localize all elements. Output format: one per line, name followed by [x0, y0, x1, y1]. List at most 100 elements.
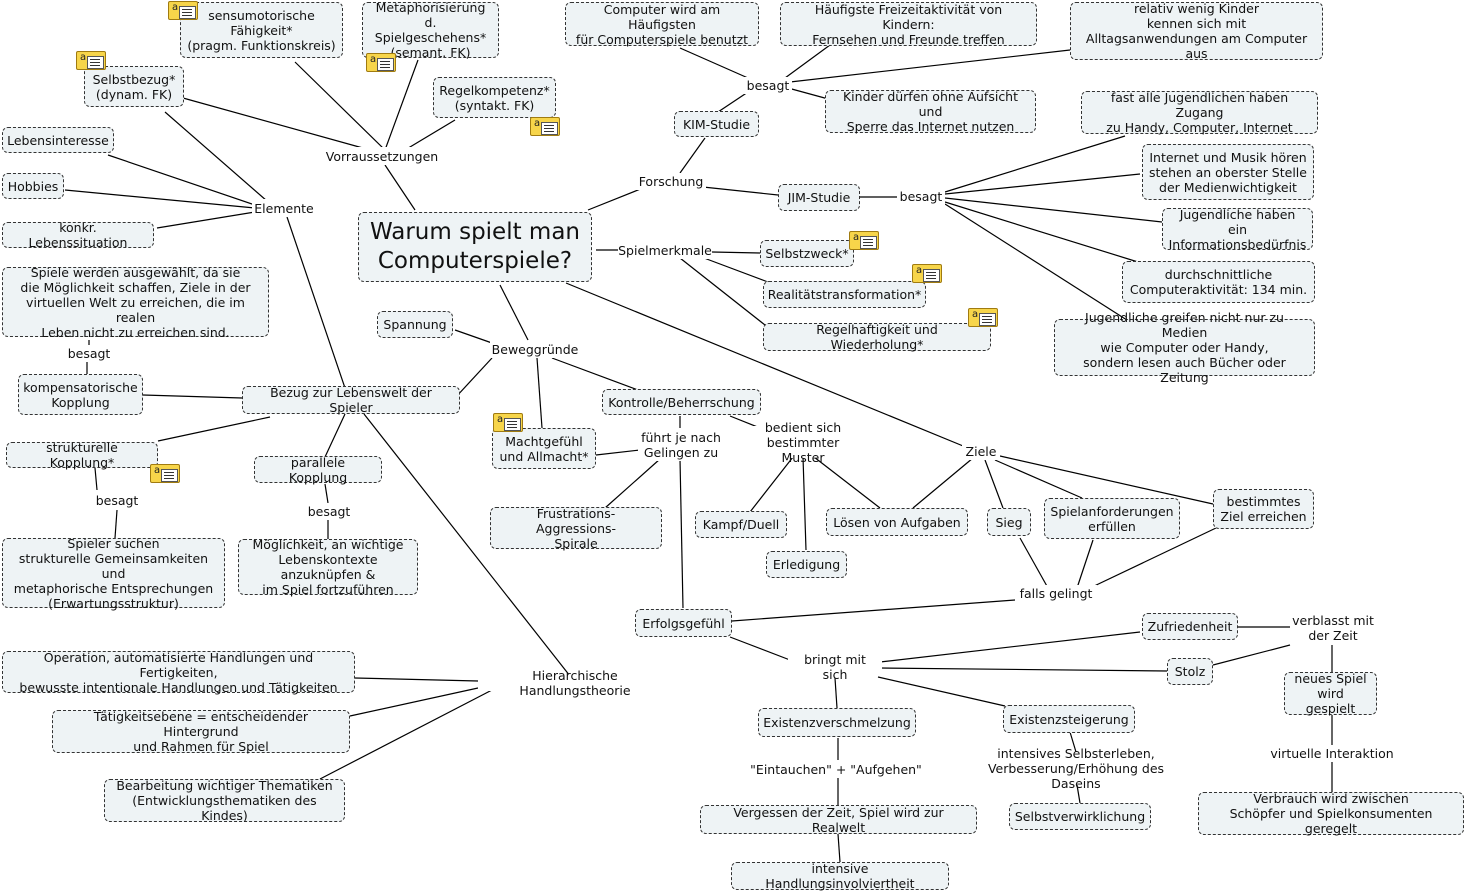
node-regelkompetenz[interactable]: Regelkompetenz* (syntakt. FK) — [433, 77, 556, 118]
note-icon[interactable]: a — [493, 413, 523, 432]
node-spiele-ausgewaehlt[interactable]: Spiele werden ausgewählt, da sie die Mög… — [2, 265, 269, 340]
node-lebenssituation[interactable]: konkr. Lebenssituation — [2, 220, 154, 250]
label-spielmerkmale: Spielmerkmale — [618, 242, 712, 259]
note-icon[interactable]: a — [366, 53, 396, 72]
node-existenzverschmelzung[interactable]: Existenzverschmelzung — [758, 708, 916, 737]
note-icon-letter: a — [497, 414, 504, 425]
node-spielanforderungen[interactable]: Spielanforderungen erfüllen — [1044, 498, 1180, 539]
node-kim-studie[interactable]: KIM-Studie — [674, 111, 759, 137]
label-hierarchisch: Hierarchische Handlungstheorie — [478, 668, 672, 698]
node-neues-spiel[interactable]: neues Spiel wird gespielt — [1284, 671, 1377, 716]
label-vorraussetzungen: Vorraussetzungen — [325, 147, 439, 165]
note-icon[interactable]: a — [76, 51, 106, 70]
node-parallel[interactable]: parallele Kopplung — [254, 455, 382, 485]
node-computeraktivitaet[interactable]: durchschnittliche Computeraktivität: 134… — [1122, 261, 1315, 303]
label-ziele: Ziele — [962, 443, 1000, 460]
node-erfolgsgefuehl[interactable]: Erfolgsgefühl — [635, 609, 732, 637]
note-icon[interactable]: a — [168, 1, 198, 20]
node-zugang[interactable]: fast alle Jugendlichen haben Zugang zu H… — [1081, 90, 1318, 135]
node-informationsbeduerfnis[interactable]: Jugendliche haben ein Informationsbedürf… — [1162, 207, 1313, 252]
node-jim-studie[interactable]: JIM-Studie — [778, 184, 860, 211]
note-icon-letter: a — [172, 2, 179, 13]
note-icon-paper — [504, 418, 521, 431]
node-loesen[interactable]: Lösen von Aufgaben — [826, 508, 968, 536]
label-beweggruende: Beweggründe — [490, 341, 580, 358]
note-icon-letter: a — [154, 465, 161, 476]
note-icon-letter: a — [534, 118, 541, 129]
label-fuehrt: führt je nach Gelingen zu — [638, 429, 724, 461]
node-kompensatorisch[interactable]: kompensatorische Kopplung — [18, 374, 143, 415]
node-machtgefuehl[interactable]: Machtgefühl und Allmacht* — [492, 428, 596, 469]
note-icon[interactable]: a — [530, 117, 560, 136]
node-handlungsinvolviertheit[interactable]: intensive Handlungsinvolviertheit — [731, 861, 949, 891]
note-icon-letter: a — [80, 52, 87, 63]
node-kinder-duerfen[interactable]: Kinder dürfen ohne Aufsicht und Sperre d… — [825, 89, 1036, 134]
node-ziel-erreichen[interactable]: bestimmtes Ziel erreichen — [1213, 489, 1314, 529]
label-verblasst: verblasst mit der Zeit — [1290, 612, 1376, 644]
node-realitaet[interactable]: Realitätstransformation* — [763, 281, 926, 308]
node-hobbies[interactable]: Hobbies — [2, 173, 64, 199]
node-spieler-suchen[interactable]: Spieler suchen strukturelle Gemeinsamkei… — [2, 536, 225, 611]
node-internet-musik[interactable]: Internet und Musik hören stehen an obers… — [1142, 144, 1314, 200]
note-icon-paper — [87, 56, 104, 69]
node-frustration[interactable]: Frustrations-Aggressions- Spirale — [490, 506, 662, 551]
node-bearbeitung[interactable]: Bearbeitung wichtiger Thematiken (Entwic… — [104, 778, 345, 823]
node-selbstbezug[interactable]: Selbstbezug* (dynam. FK) — [84, 66, 184, 107]
node-selbstverwirklichung[interactable]: Selbstverwirklichung — [1009, 803, 1151, 830]
label-besagt-kim: besagt — [744, 77, 792, 94]
node-regelhaftigkeit[interactable]: Regelhaftigkeit und Wiederholung* — [763, 322, 991, 352]
note-icon-paper — [860, 236, 877, 249]
label-besagt-parallel: besagt — [306, 503, 352, 520]
note-icon-paper — [179, 6, 196, 19]
node-taetigkeitsebene[interactable]: Tätigkeitsebene = entscheidender Hinterg… — [52, 709, 350, 754]
node-selbstzweck[interactable]: Selbstzweck* — [760, 240, 854, 267]
note-icon-paper — [979, 313, 996, 326]
node-existenzsteigerung[interactable]: Existenzsteigerung — [1003, 705, 1135, 733]
node-alltagsanwendungen[interactable]: relativ wenig Kinder kennen sich mit All… — [1070, 1, 1323, 61]
node-zufriedenheit[interactable]: Zufriedenheit — [1142, 613, 1238, 640]
node-sensomotorisch[interactable]: sensumotorische Fähigkeit* (pragm. Funkt… — [180, 2, 343, 58]
label-falls-gelingt: falls gelingt — [1015, 585, 1097, 602]
note-icon[interactable]: a — [912, 264, 942, 283]
central-topic[interactable]: Warum spielt man Computerspiele? — [358, 212, 592, 282]
node-bezug-lebenswelt[interactable]: Bezug zur Lebenswelt der Spieler — [242, 385, 460, 415]
node-kontrolle[interactable]: Kontrolle/Beherrschung — [602, 389, 761, 415]
note-icon-letter: a — [853, 232, 860, 243]
label-virtuelle: virtuelle Interaktion — [1266, 745, 1398, 762]
label-besagt-strukturell: besagt — [94, 492, 140, 509]
node-sieg[interactable]: Sieg — [987, 508, 1031, 536]
node-metaphorisierung[interactable]: Metaphorisierung d. Spielgeschehens* (se… — [362, 0, 499, 60]
note-icon-letter: a — [370, 54, 377, 65]
node-spannung[interactable]: Spannung — [377, 311, 453, 338]
node-strukturell[interactable]: strukturelle Kopplung* — [6, 440, 158, 470]
node-buecher[interactable]: Jugendliche greifen nicht nur zu Medien … — [1054, 310, 1315, 385]
label-besagt-kompensatorisch: besagt — [66, 345, 112, 362]
label-bringt: bringt mit sich — [788, 652, 882, 682]
note-icon-paper — [923, 269, 940, 282]
node-lebensinteresse[interactable]: Lebensinteresse — [2, 127, 114, 153]
note-icon-paper — [161, 469, 178, 482]
node-freizeit[interactable]: Häufigste Freizeitaktivität von Kindern:… — [780, 2, 1037, 47]
node-vergessen[interactable]: Vergessen der Zeit, Spiel wird zur Realw… — [700, 805, 977, 835]
label-intensives: intensives Selbsterleben, Verbesserung/E… — [960, 746, 1192, 791]
note-icon[interactable]: a — [150, 464, 180, 483]
note-icon-letter: a — [916, 265, 923, 276]
label-elemente: Elemente — [252, 199, 316, 217]
note-icon-paper — [541, 122, 558, 135]
note-icon-letter: a — [972, 309, 979, 320]
note-icon[interactable]: a — [849, 231, 879, 250]
note-icon[interactable]: a — [968, 308, 998, 327]
node-verbrauch[interactable]: Verbrauch wird zwischen Schöpfer und Spi… — [1198, 791, 1464, 836]
label-forschung: Forschung — [636, 173, 706, 190]
node-kampf[interactable]: Kampf/Duell — [695, 511, 787, 538]
label-besagt-jim: besagt — [897, 188, 945, 205]
node-erledigung[interactable]: Erledigung — [766, 551, 847, 578]
label-bedient: bedient sich bestimmter Muster — [742, 420, 864, 465]
node-moeglichkeit[interactable]: Möglichkeit, an wichtige Lebenskontexte … — [238, 537, 418, 597]
node-stolz[interactable]: Stolz — [1167, 658, 1213, 685]
node-computer-haeufigsten[interactable]: Computer wird am Häufigsten für Computer… — [565, 2, 759, 47]
note-icon-paper — [377, 58, 394, 71]
node-operation[interactable]: Operation, automatisierte Handlungen und… — [2, 650, 355, 695]
